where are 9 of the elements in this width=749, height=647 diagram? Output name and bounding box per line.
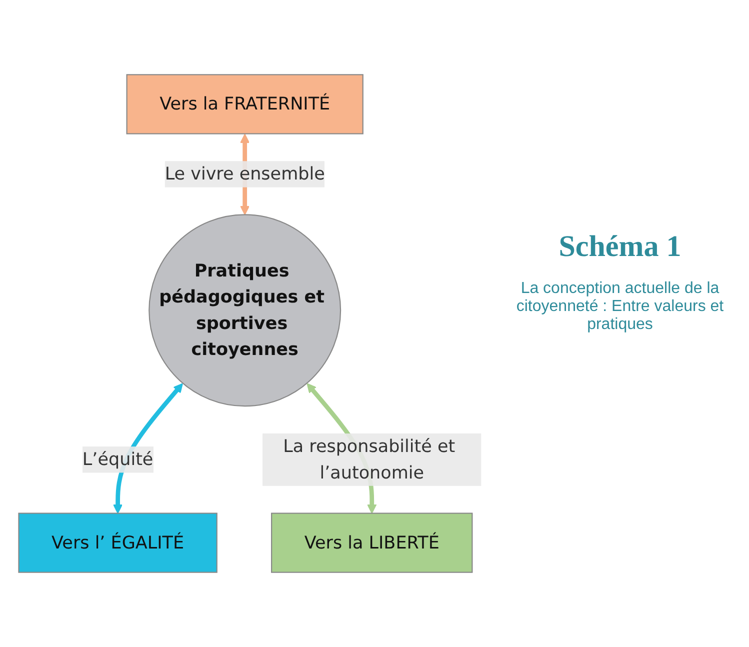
diagram-title: Schéma 1 xyxy=(558,230,682,264)
edge-label: Le vivre ensemble xyxy=(164,163,325,184)
node-box: Vers la LIBERTÉ xyxy=(271,512,473,573)
edge-label: La responsabilité et l’autonomie xyxy=(283,436,456,483)
diagram-caption: La conception actuelle de la citoyenneté : Entre valeurs et pratiques xyxy=(515,280,725,334)
edge-label: L’équité xyxy=(82,448,154,470)
node-box: Vers la FRATERNITÉ xyxy=(126,74,364,134)
node-box: Vers l’ ÉGALITÉ xyxy=(18,512,218,573)
node-circle: Pratiques pédagogiques et sportives citoyennes xyxy=(148,214,342,407)
